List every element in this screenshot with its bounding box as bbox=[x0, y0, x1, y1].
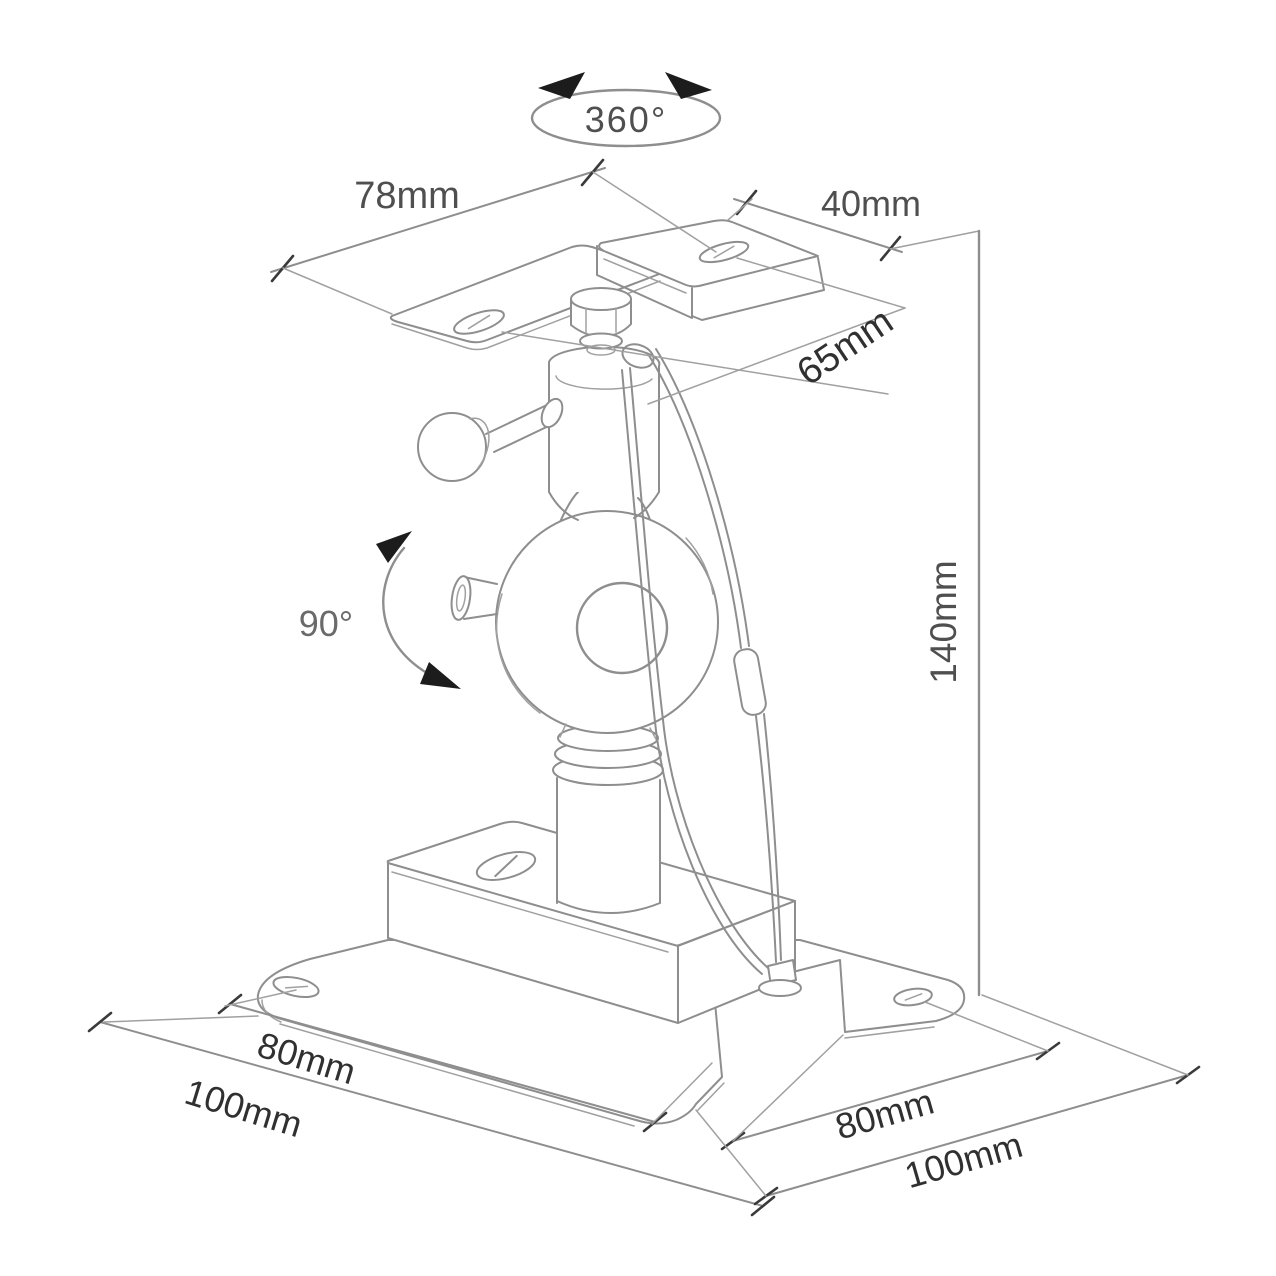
label-65mm: 65mm bbox=[790, 300, 901, 394]
cable-crimp-sleeve bbox=[733, 648, 767, 716]
block-screw-hole bbox=[475, 851, 537, 881]
label-140mm: 140mm bbox=[923, 560, 964, 683]
tilt-disc bbox=[450, 491, 719, 742]
dimension-360: 360° bbox=[530, 72, 722, 148]
rotate-arrow-right-icon bbox=[665, 72, 712, 99]
dimension-90deg: 90° bbox=[299, 531, 461, 689]
label-base-left-100mm: 100mm bbox=[180, 1071, 307, 1145]
label-base-right-100mm: 100mm bbox=[900, 1124, 1027, 1197]
base-hole-right bbox=[893, 987, 933, 1007]
upper-column bbox=[548, 345, 661, 521]
dimension-140mm: 140mm bbox=[923, 229, 981, 997]
base-hole-left bbox=[272, 975, 320, 999]
disc-side-peg bbox=[450, 575, 498, 621]
locking-lever bbox=[417, 397, 564, 482]
label-78mm: 78mm bbox=[354, 175, 460, 217]
lower-column bbox=[552, 724, 664, 914]
dimension-78mm: 78mm bbox=[270, 158, 717, 315]
rotate-arrow-left-icon bbox=[538, 72, 585, 99]
top-slot-left bbox=[453, 309, 505, 335]
dimension-40mm: 40mm bbox=[727, 183, 980, 262]
tilt-arrow-down-icon bbox=[420, 662, 461, 689]
label-360: 360° bbox=[585, 99, 667, 140]
tilt-arrow-up-icon bbox=[376, 531, 412, 563]
label-90deg: 90° bbox=[299, 603, 353, 644]
base-plate bbox=[256, 939, 966, 1127]
dimension-base-right: 80mm 100mm bbox=[695, 994, 1201, 1206]
top-bracket bbox=[389, 219, 825, 351]
disc-center-hole bbox=[575, 581, 669, 675]
lever-ball-knob bbox=[417, 412, 487, 482]
cable-anchor bbox=[758, 959, 802, 997]
hex-bolt bbox=[570, 287, 632, 356]
label-base-right-80mm: 80mm bbox=[831, 1080, 938, 1147]
top-slot-right bbox=[698, 240, 750, 264]
label-40mm: 40mm bbox=[821, 183, 921, 224]
safety-cable bbox=[621, 343, 802, 997]
